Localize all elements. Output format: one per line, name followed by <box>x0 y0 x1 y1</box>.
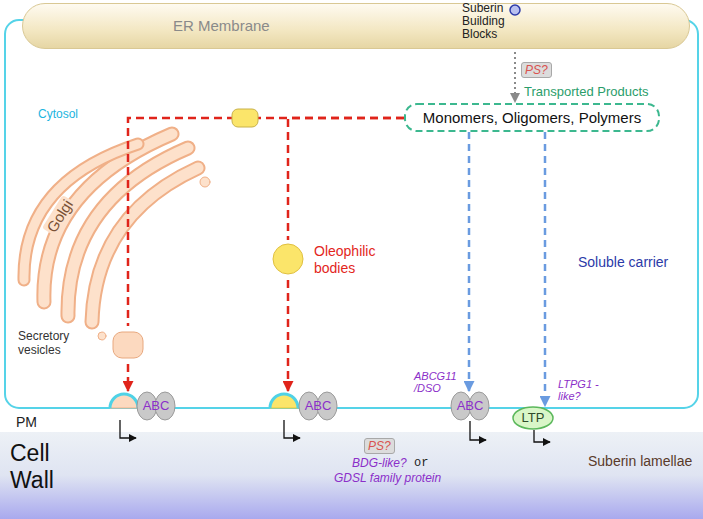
transport-connector <box>287 280 290 391</box>
node-text: Monomers, Oligomers, Polymers <box>404 103 660 132</box>
er-membrane-band: ER Membrane <box>22 3 690 49</box>
oil-droplet <box>232 109 258 127</box>
abc-transporter: ABC <box>450 392 490 420</box>
region-label: Cell Wall <box>10 440 80 494</box>
cell-wall-band <box>0 432 703 519</box>
transported-products-box: Transported ProductsMonomers, Oligomers,… <box>404 103 660 132</box>
transport-connector <box>128 118 404 326</box>
compartment-label: Cytosol <box>38 107 78 121</box>
node-heading: Transported Products <box>524 84 649 100</box>
gene-label: LTPG1 -like? <box>558 378 600 402</box>
node-text: ABC <box>136 392 176 420</box>
membrane-label: PM <box>16 414 37 431</box>
abc-transporter: ABC <box>298 392 338 420</box>
node-text: ABC <box>298 392 338 420</box>
golgi-stacks <box>24 134 210 340</box>
enzyme-label: GDSL family protein <box>334 471 441 485</box>
export-arrows <box>120 420 550 442</box>
secretory-vesicle: Secretory vesicles <box>18 326 148 364</box>
abc-transporter: ABC <box>136 392 176 420</box>
enzyme-label: PS? <box>364 438 395 454</box>
enzyme-label: BDG-like? <box>352 456 407 470</box>
ltp-protein: LTP <box>513 407 553 429</box>
node-heading: Oleophilic bodies <box>314 243 400 277</box>
cell-outline <box>5 20 698 408</box>
node-text: LTP <box>513 407 553 429</box>
transport-connector <box>514 42 516 102</box>
transport-connector <box>468 132 471 391</box>
oleophilic-body: Oleophilic bodies <box>272 240 402 280</box>
transport-connector <box>544 132 547 406</box>
building-block-circle: Suberin Building Blocks <box>462 2 520 42</box>
node-text: ABC <box>450 392 490 420</box>
transport-connector <box>127 364 130 391</box>
transport-connector <box>288 118 404 240</box>
node-heading: ER Membrane <box>173 17 270 35</box>
gene-label: ABCG11 /DSO <box>414 370 462 394</box>
structure-label: Suberin lamellae <box>588 453 692 470</box>
node-heading: Suberin Building Blocks <box>462 2 510 41</box>
conjunction-label: or <box>414 456 428 470</box>
enzyme-label: PS? <box>521 62 552 78</box>
node-heading: Secretory vesicles <box>18 329 84 357</box>
pathway-label: Soluble carrier <box>578 254 668 271</box>
